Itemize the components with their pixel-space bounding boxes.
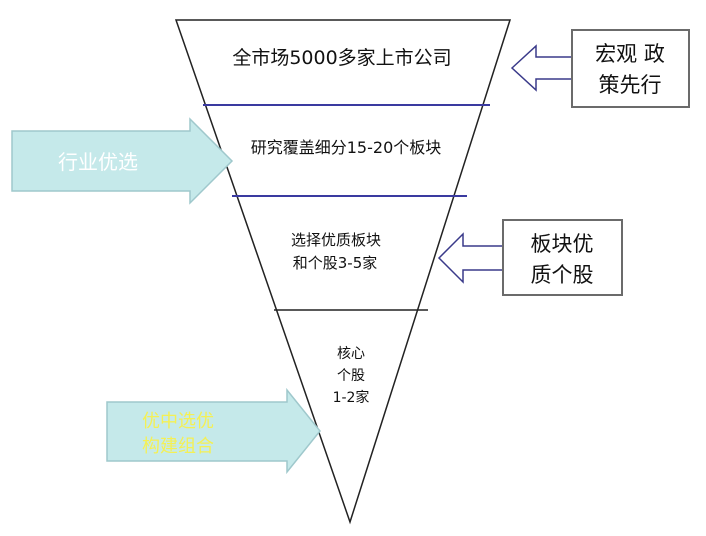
tier-4-label-line-2: 个股 [337, 368, 365, 384]
tier-3-label-line-1: 选择优质板块 [291, 231, 381, 249]
portfolio-callout: 优中选优 构建组合 [106, 387, 321, 475]
portfolio-arrow-icon [106, 387, 321, 475]
policy-callout: 宏观 政 策先行 [510, 29, 690, 108]
tier-4-label-line-3: 1-2家 [333, 389, 370, 406]
tier-3-label-line-2: 和个股3-5家 [293, 254, 378, 272]
sector-box [502, 219, 623, 296]
industry-label: 行业优选 [58, 150, 138, 174]
portfolio-label-line-1: 优中选优 [142, 411, 214, 432]
policy-box [571, 29, 690, 108]
policy-label-line-2: 策先行 [599, 73, 662, 97]
industry-arrow-icon [11, 117, 234, 205]
sector-callout: 板块优 质个股 [437, 219, 623, 296]
funnel-triangle [174, 19, 512, 525]
portfolio-label-line-2: 构建组合 [142, 436, 214, 457]
industry-callout: 行业优选 [11, 117, 234, 205]
policy-arrow-icon [510, 44, 573, 92]
tier-2-label: 研究覆盖细分15-20个板块 [251, 138, 442, 157]
tier-4-label-line-1: 核心 [337, 346, 365, 362]
sector-label-line-1: 板块优 [531, 232, 594, 256]
policy-label-line-1: 宏观 政 [595, 42, 665, 66]
sector-label-line-2: 质个股 [531, 263, 594, 287]
sector-arrow-icon [437, 232, 504, 284]
tier-1-label: 全市场5000多家上市公司 [232, 47, 451, 69]
